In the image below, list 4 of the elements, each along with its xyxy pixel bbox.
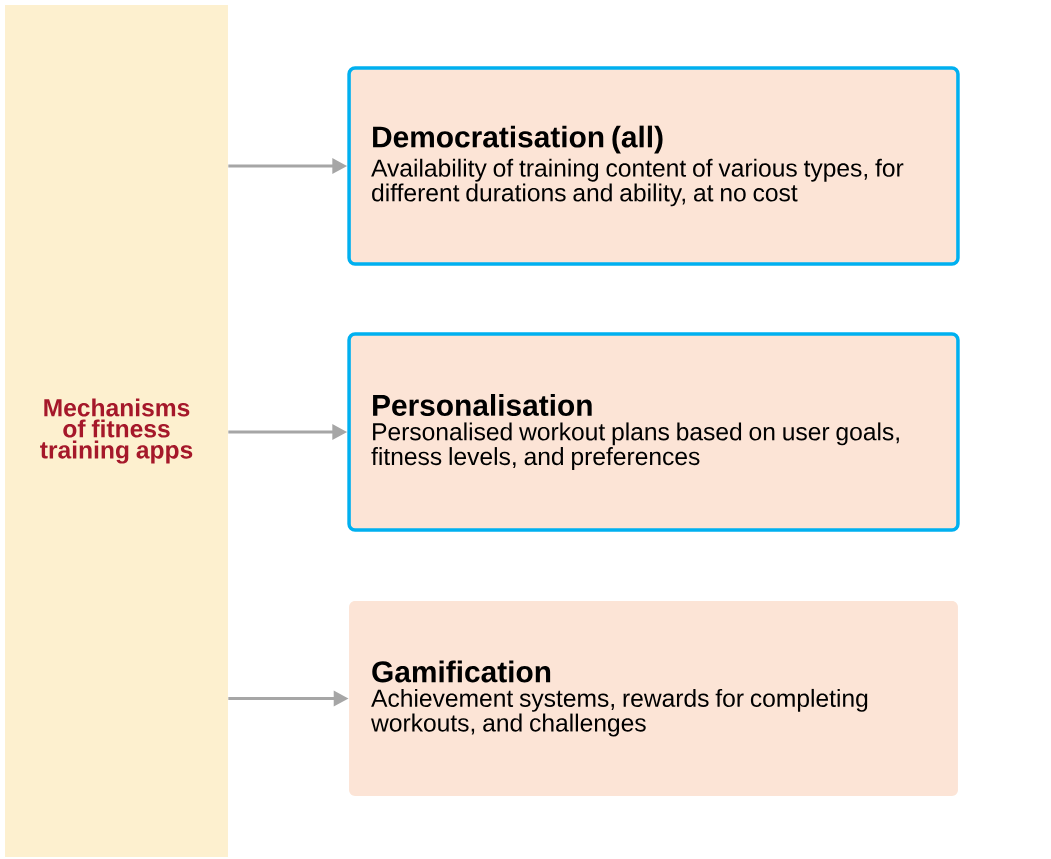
side-band: Mechanisms of fitness training apps bbox=[5, 5, 228, 857]
card-box: Gamification Achievement systems, rewards for completing workouts, and challenges bbox=[349, 601, 958, 796]
card-box: Personalisation Personalised workout plans based on user goals, fitness levels, and preferences bbox=[347, 332, 960, 532]
card-box: Democratisation (all) Availability of training content of various types, for different durations and ability, at no cost bbox=[347, 66, 960, 266]
